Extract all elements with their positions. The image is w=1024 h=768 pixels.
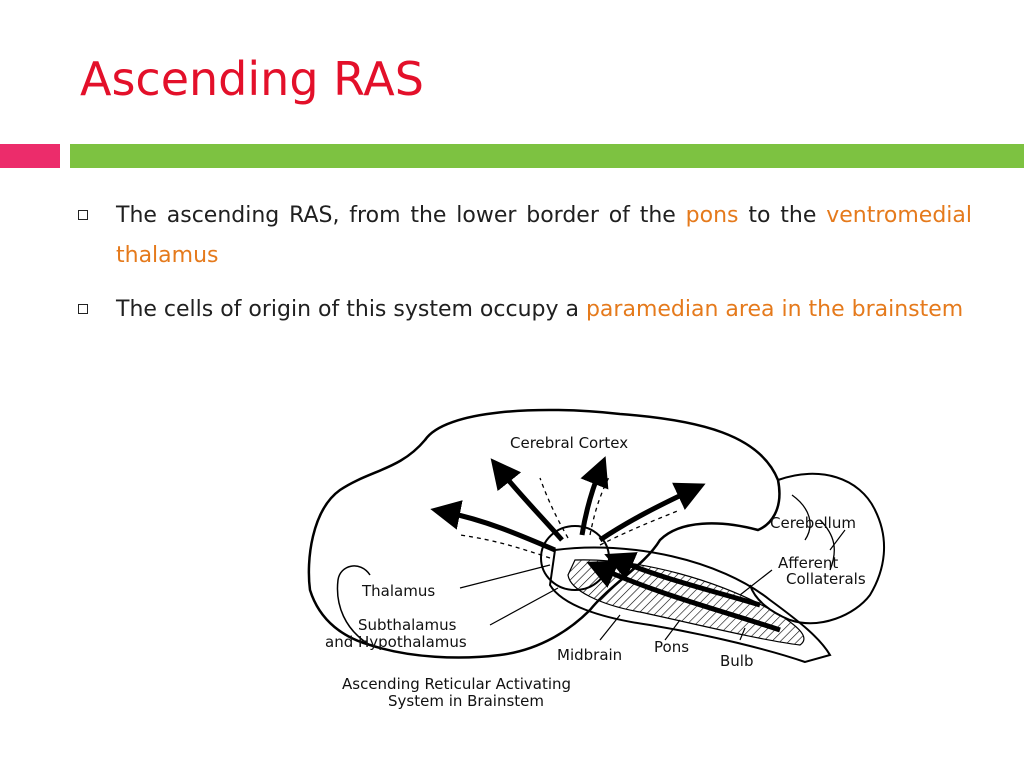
label-hypothalamus: and Hypothalamus [325,633,467,651]
label-cerebellum: Cerebellum [770,514,856,532]
arrow-up [579,456,609,536]
bullet-item: The cells of origin of this system occup… [78,290,972,330]
accent-bar-pink [0,144,60,168]
label-subthalamus: Subthalamus [358,616,457,634]
bullet-text: The cells of origin of this system occup… [116,297,586,322]
arrow-upper-left [490,458,564,542]
label-afferent: Afferent [778,554,838,572]
highlight-pons: pons [685,203,739,228]
label-midbrain: Midbrain [557,646,622,664]
bullet-text: to the [738,203,827,228]
square-bullet-icon [78,210,88,220]
slide-title: Ascending RAS [80,52,424,106]
label-thalamus: Thalamus [361,582,435,600]
highlight-paramedian-area: paramedian area in the brainstem [585,297,964,322]
cerebellum-fold [791,494,835,571]
label-bulb: Bulb [720,652,754,670]
highlight-ventromedial-thalamus: ventromedial thalamus [116,203,972,268]
brainstem-outline [548,546,832,664]
bullet-list: The ascending RAS, from the lower border… [78,196,972,344]
arrow-ascending-upper [604,552,761,608]
brain-diagram-svg: Cerebral Cortex Cerebellum Afferent Coll… [307,408,886,710]
cerebrum-inner-fold [336,565,371,646]
label-caption-line1: Ascending Reticular Activating [342,675,571,693]
brain-diagram: Cerebral Cortex Cerebellum Afferent Coll… [300,400,910,730]
square-bullet-icon [78,304,88,314]
arrow-upper-right [598,482,706,543]
arrow-anterior [430,500,556,553]
label-cerebral-cortex: Cerebral Cortex [510,434,628,452]
bullet-item: The ascending RAS, from the lower border… [78,196,972,276]
accent-bar-green [70,144,1024,168]
bullet-text: The ascending RAS, from the lower border… [116,203,686,228]
label-collaterals: Collaterals [786,570,866,588]
label-caption-line2: System in Brainstem [388,692,544,710]
label-pons: Pons [654,638,689,656]
